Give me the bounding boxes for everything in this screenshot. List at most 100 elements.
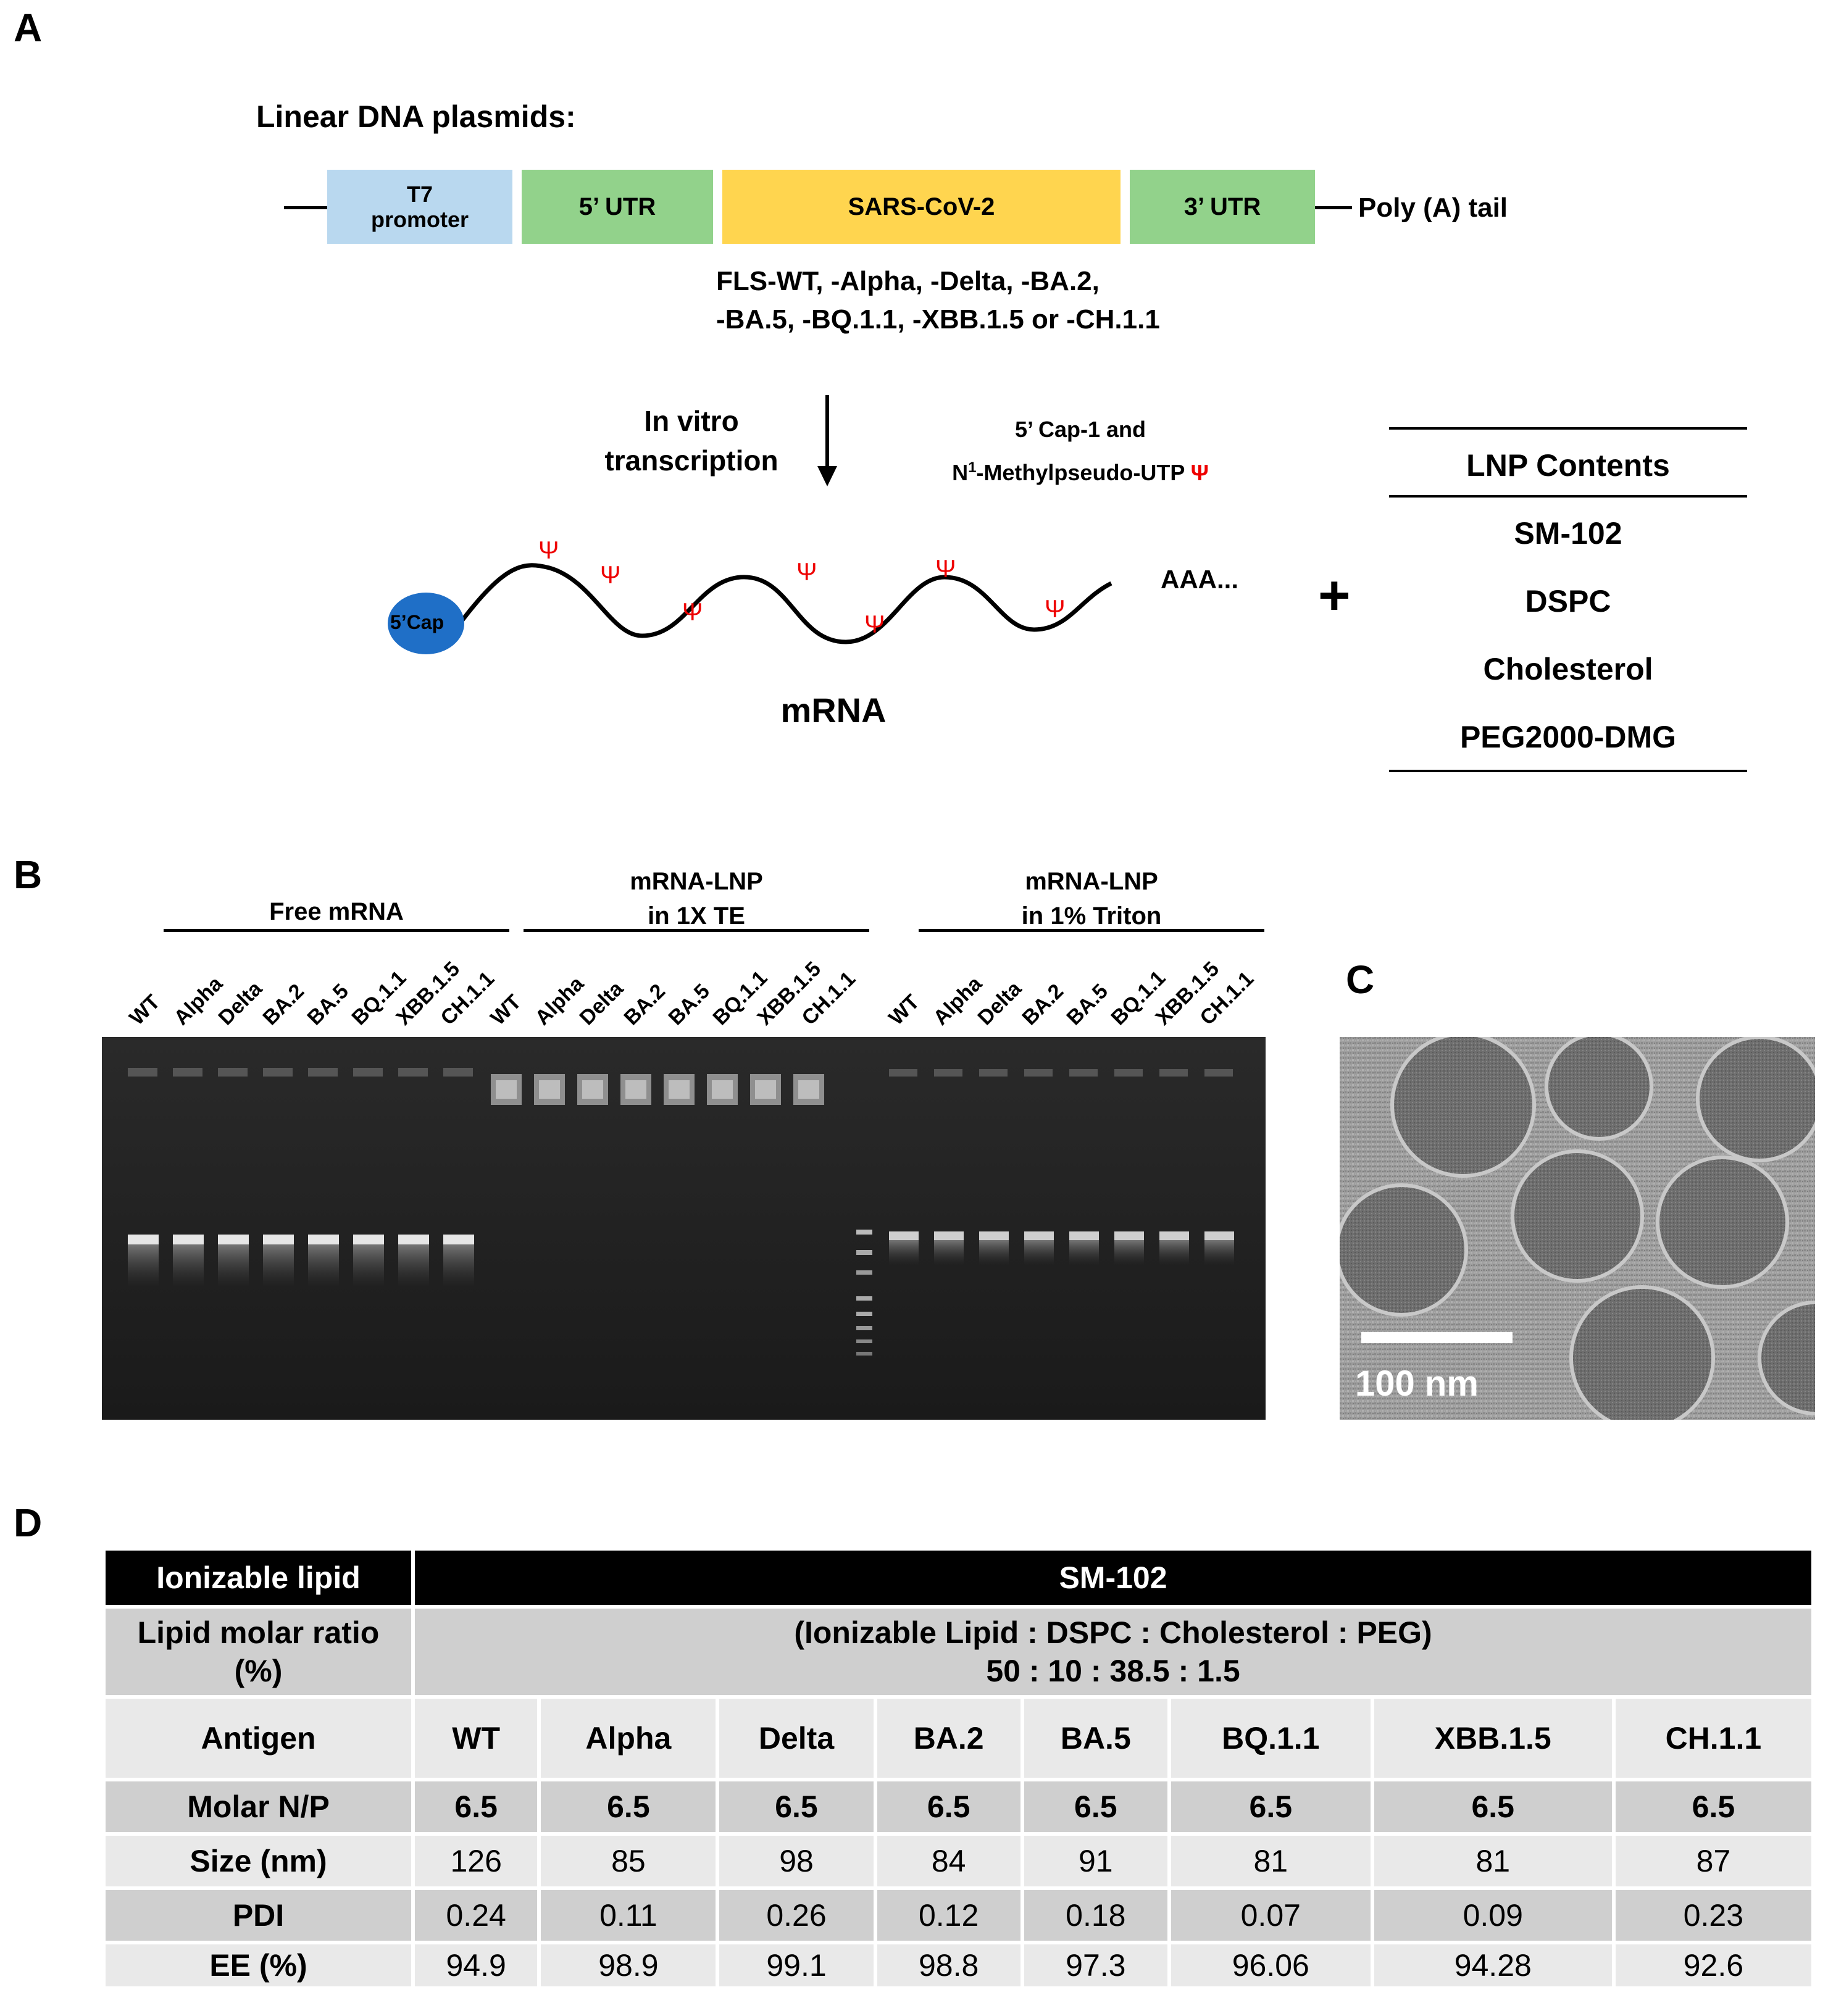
mrna-diagram	[388, 563, 1112, 654]
lnp-rule-bottom	[1389, 770, 1747, 772]
psi-marker-icon: Ψ	[935, 556, 956, 583]
table-cell: 0.24	[415, 1890, 538, 1941]
psi-icon: Ψ	[1190, 460, 1209, 485]
lnp-particles	[1340, 1037, 1815, 1420]
plasmid-line-right	[1315, 206, 1352, 209]
gel-band	[263, 1235, 294, 1244]
gel-well	[218, 1068, 248, 1077]
row-label: EE (%)	[106, 1944, 411, 1986]
plasmid-title: Linear DNA plasmids:	[256, 99, 576, 134]
gel-band	[218, 1235, 249, 1244]
ivt-text: In vitro transcription	[574, 401, 809, 480]
scale-bar-label: 100 nm	[1355, 1364, 1479, 1404]
group-label-free-mrna: Free mRNA	[269, 898, 404, 925]
gel-well-retained	[582, 1080, 603, 1099]
gel-image	[102, 1037, 1266, 1420]
lnp-properties-table: Ionizable lipid SM-102 Lipid molar ratio…	[102, 1547, 1815, 1990]
lane-label: Alpha	[530, 972, 589, 1030]
cap-line-2: N1-Methylpseudo-UTP Ψ	[952, 459, 1209, 485]
table-cell: 0.11	[541, 1890, 716, 1941]
gel-well-retained	[539, 1080, 560, 1099]
gel-well	[1204, 1069, 1233, 1077]
gel-well	[1024, 1069, 1053, 1077]
table-cell: 6.5	[1171, 1781, 1371, 1832]
antigen-header: XBB.1.5	[1374, 1699, 1612, 1778]
lane-label: WT	[884, 990, 924, 1030]
table-cell: 81	[1171, 1836, 1371, 1886]
group-rule-free	[164, 929, 509, 932]
antigen-header: BA.5	[1024, 1699, 1167, 1778]
table-cell: 6.5	[1615, 1781, 1811, 1832]
gel-band	[173, 1235, 204, 1244]
gel-smear	[443, 1244, 474, 1288]
table-cell: 0.09	[1374, 1890, 1612, 1941]
gel-smear	[398, 1244, 429, 1288]
table-cell: 98.8	[877, 1944, 1020, 1986]
mrna-label: mRNA	[780, 691, 887, 730]
table-cell: 98	[719, 1836, 874, 1886]
gel-well-retained	[712, 1080, 733, 1099]
table-cell: 84	[877, 1836, 1020, 1886]
psi-marker-icon: Ψ	[538, 537, 559, 564]
table-cell: 94.28	[1374, 1944, 1612, 1986]
table-cell: 87	[1615, 1836, 1811, 1886]
lnp-item: PEG2000-DMG	[1459, 720, 1677, 754]
lnp-item: Cholesterol	[1483, 652, 1653, 686]
polya-label: Poly (A) tail	[1358, 193, 1508, 223]
gel-smear	[1024, 1240, 1054, 1265]
table-cell: 91	[1024, 1836, 1167, 1886]
gel-well-retained	[625, 1080, 646, 1099]
lane-label: BA.2	[1017, 979, 1069, 1030]
gel-smear	[1069, 1240, 1099, 1265]
antigen-header: Delta	[719, 1699, 874, 1778]
antigen-header: BA.2	[877, 1699, 1020, 1778]
lane-label: WT	[486, 990, 526, 1030]
table-cell: 85	[541, 1836, 716, 1886]
table-cell: 6.5	[1374, 1781, 1612, 1832]
table-cell: 97.3	[1024, 1944, 1167, 1986]
ionizable-value: SM-102	[415, 1551, 1811, 1605]
table-cell: 0.23	[1615, 1890, 1811, 1941]
psi-marker-icon: Ψ	[682, 599, 703, 626]
gel-band	[889, 1231, 919, 1240]
cap-ellipse	[388, 593, 464, 654]
table-row: Ionizable lipid SM-102	[106, 1551, 1811, 1605]
ladder-lane	[856, 1230, 872, 1356]
gel-smear	[979, 1240, 1009, 1265]
psi-marker-icon: Ψ	[600, 562, 621, 589]
lnp-rule-top	[1389, 427, 1747, 430]
lane-label: Alpha	[169, 972, 228, 1030]
gel-smear	[353, 1244, 384, 1288]
gel-well	[443, 1068, 473, 1077]
ivt-line-2: transcription	[604, 444, 778, 477]
gel-band	[1204, 1231, 1234, 1240]
lnp-item: SM-102	[1514, 516, 1622, 551]
gel-smear	[308, 1244, 339, 1288]
table-cell: 6.5	[415, 1781, 538, 1832]
antigen-header: BQ.1.1	[1171, 1699, 1371, 1778]
lane-label: WT	[125, 990, 165, 1030]
table-cell: 6.5	[719, 1781, 874, 1832]
variants-line-2: -BA.5, -BQ.1.1, -XBB.1.5 or -CH.1.1	[716, 304, 1160, 335]
table-cell: 81	[1374, 1836, 1612, 1886]
gel-well	[128, 1068, 157, 1077]
cap-line-1: 5’ Cap-1 and	[1014, 417, 1146, 442]
gel-band	[308, 1235, 339, 1244]
panel-label-a: A	[14, 6, 43, 50]
table-cell: 6.5	[541, 1781, 716, 1832]
gel-well	[263, 1068, 293, 1077]
gel-band	[1024, 1231, 1054, 1240]
table-cell: 92.6	[1615, 1944, 1811, 1986]
lane-label: Alpha	[929, 972, 987, 1030]
psi-marker-icon: Ψ	[796, 559, 817, 586]
table-cell: 0.12	[877, 1890, 1020, 1941]
psi-marker-icon: Ψ	[864, 611, 885, 638]
ionizable-label: Ionizable lipid	[106, 1551, 411, 1605]
gel-well	[889, 1069, 917, 1077]
gel-band	[1069, 1231, 1099, 1240]
gel-band	[128, 1235, 159, 1244]
ivt-line-1: In vitro	[644, 405, 739, 437]
